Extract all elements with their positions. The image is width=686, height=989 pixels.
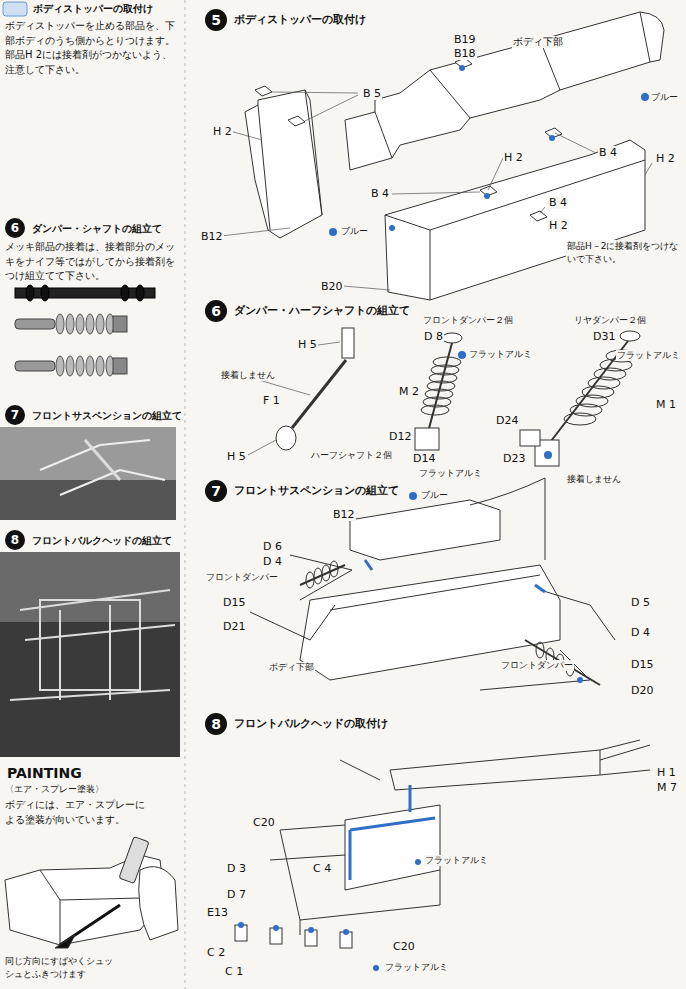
part-number: D23 [502,452,526,465]
part-number: C 1 [224,965,244,978]
part-number: B12 [200,230,224,243]
part-number: B18 [453,47,477,60]
part-number: H 5 [226,450,247,463]
note-text: 〈エア・スプレー塗装〉 [4,784,105,795]
step-number: 8 [5,530,25,550]
step-title: フロントバルクヘッドの取付け [232,717,390,731]
step-circle: 7フロントサスペンションの組立て [205,480,227,502]
part-number: D15 [222,596,246,609]
part-number: M 7 [656,781,678,794]
note-text: フロントダンパー [500,660,574,671]
note-text: フロントダンパー [205,572,279,583]
note-text: ブルー [650,92,679,103]
note-text: ハーフシャフト２個 [310,450,393,461]
part-number: D20 [630,684,654,697]
part-number: C 4 [312,862,332,875]
part-number: H 1 [656,766,677,779]
part-number: H 2 [503,151,524,164]
note-text: フラットアルミ [418,468,483,479]
step-number: 6 [5,218,25,238]
part-number: E13 [206,906,229,919]
note-text: 同じ方向にすばやくシュッシュとふきつけます [4,955,121,981]
part-number: C20 [392,940,416,953]
note-text: フロントダンパー２個 [422,315,514,326]
step-circle: 8フロントバルクヘッドの取付け [205,713,227,735]
part-number: D 3 [226,862,247,875]
part-number: H 5 [297,338,318,351]
part-number: D 4 [262,555,283,568]
step-circle: 8フロントバルクヘッドの組立て [5,530,25,550]
part-number: M 2 [398,385,420,398]
step-number: 7 [205,480,227,502]
part-number: D21 [222,620,246,633]
part-number: C 2 [206,946,226,959]
step-title: フロントサスペンションの組立て [30,409,184,422]
note-text: フラットアルミ [468,349,533,360]
note-text: ボディストッパーを止める部品を、下部ボディのうち側からとりつけます。部品H 2に… [4,19,176,77]
note-text: フラットアルミ [384,962,449,973]
part-number: M 1 [655,398,677,411]
part-number: H 2 [548,219,569,232]
part-number: D 6 [262,540,283,553]
part-number: H 2 [655,152,676,165]
note-text: ブルー [340,226,369,237]
step-title: ボディストッパーの取付け [232,13,368,27]
part-number: B19 [453,33,477,46]
step-title: ダンパー・シャフトの組立て [30,222,164,235]
part-number: C20 [252,816,276,829]
step-circle: 5ボディストッパーの取付け [205,9,227,31]
part-number: D15 [630,658,654,671]
step-number: 7 [5,405,25,425]
step-title: フロントサスペンションの組立て [232,484,401,498]
note-text: フラットアルミ [616,350,681,361]
part-number: D12 [388,430,412,443]
part-number: B20 [320,280,344,293]
note-text: ボディ下部 [268,662,315,673]
step-title: ボディストッパーの取付け [32,3,154,15]
part-number: B 4 [548,196,568,209]
step-number: 5 [205,9,227,31]
step-number: 6 [205,300,227,322]
section-heading: PAINTING [6,765,83,782]
part-number: F 1 [262,394,281,407]
note-text: 部品H－2に接着剤をつけないで下さい。 [566,240,680,266]
step-title: フロントバルクヘッドの組立て [30,534,174,547]
part-number: B12 [332,508,356,521]
step-circle: 6ダンパー・ハーフシャフトの組立て [205,300,227,322]
part-number: D24 [495,414,519,427]
part-number: D 5 [630,596,651,609]
part-number: D31 [592,330,616,343]
part-number: H 2 [212,125,233,138]
step-number: 8 [205,713,227,735]
note-text: ボディには、エア・スプレーによる塗装が向いています。 [4,798,146,827]
note-text: 接着しません [220,370,276,381]
step-circle: 6ダンパー・シャフトの組立て [5,218,25,238]
part-number: D 7 [226,888,247,901]
part-number: B 4 [370,187,390,200]
note-text: リヤダンパー２個 [573,315,647,326]
note-text: ブルー [420,490,449,501]
note-text: メッキ部品の接着は、接着部分のメッキをナイフ等ではがしてから接着剤をつけ組立てて… [4,240,176,284]
part-number: D 8 [423,330,444,343]
note-text: ボディ下部 [512,36,564,48]
note-text: 接着しません [566,474,622,485]
part-number: B 5 [362,87,382,100]
note-text: フラットアルミ [424,855,489,866]
step-title: ダンパー・ハーフシャフトの組立て [232,304,412,318]
part-number: D 4 [630,626,651,639]
step-circle: 7フロントサスペンションの組立て [5,405,25,425]
part-number: B 4 [598,146,618,159]
part-number: D14 [412,452,436,465]
